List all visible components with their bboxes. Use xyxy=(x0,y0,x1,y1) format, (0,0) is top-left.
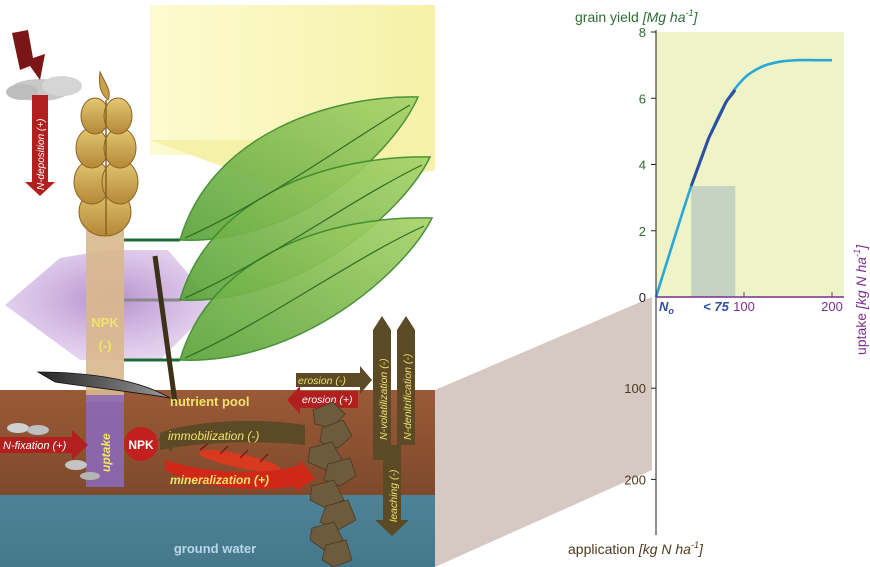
leaves xyxy=(179,96,434,361)
npk-soil-badge: NPK xyxy=(124,427,158,461)
erosion-plus-label: erosion (+) xyxy=(302,394,352,406)
x-tick-label: No xyxy=(659,299,674,316)
x-axis-label: application [kg N ha-1] xyxy=(568,540,704,557)
leaching-arrow: leaching (-) xyxy=(375,445,409,536)
uptake-column xyxy=(86,395,124,487)
n-deposition-label: N-deposition (+) xyxy=(36,119,47,190)
mineralization-arrow: mineralization (+) xyxy=(165,460,315,492)
x-tick-label: < 75 xyxy=(703,299,729,314)
n-fixation-label: N-fixation (+) xyxy=(3,440,67,452)
n-denitrification-label: N-denitrification (-) xyxy=(402,354,414,440)
y-top-tick-label: 4 xyxy=(639,158,646,173)
right-axis-label: uptake [kg N ha-1] xyxy=(852,244,869,355)
x-tick-label: 200 xyxy=(821,299,843,314)
range-highlight xyxy=(691,186,736,297)
n-volatilization-label: N-volatilization (-) xyxy=(378,358,390,440)
y-bottom-tick-label: 100 xyxy=(624,381,646,396)
npk-plant-label: NPK xyxy=(91,315,119,330)
ground-water-layer xyxy=(0,495,435,567)
y-top-tick-label: 2 xyxy=(639,224,646,239)
uptake-label: uptake xyxy=(99,433,113,472)
y-top-tick-label: 8 xyxy=(639,25,646,40)
soil-organism-icons xyxy=(7,423,100,480)
ground-water-label: ground water xyxy=(174,541,256,556)
y-bottom-tick-label: 200 xyxy=(624,472,646,487)
npk-soil-label: NPK xyxy=(128,438,154,452)
connector-wedge xyxy=(435,297,652,567)
lightning-icon xyxy=(12,30,45,80)
mineralization-label: mineralization (+) xyxy=(170,473,269,487)
n-volatilization-arrow: N-volatilization (-) xyxy=(373,316,391,460)
leaching-label: leaching (-) xyxy=(388,469,400,522)
nutrient-pool-label: nutrient pool xyxy=(170,394,249,409)
wheat-ear-icon xyxy=(73,70,139,237)
y-top-tick-label: 6 xyxy=(639,91,646,106)
yield-curve-highlight xyxy=(689,89,737,187)
plot-background xyxy=(656,32,844,297)
npk-plant-sign: (-) xyxy=(99,338,112,353)
centipede-icon xyxy=(198,441,282,473)
n-fixation-arrow: N-fixation (+) xyxy=(0,430,88,460)
n-denitrification-arrow: N-denitrification (-) xyxy=(397,316,415,445)
yield-uptake-chart: 0 2 4 6 8 100 200 No < 75 100 200 grain yield [M… xyxy=(568,8,869,557)
x-tick-label: 100 xyxy=(733,299,755,314)
immobilization-arrow: immobilization (-) xyxy=(158,421,305,452)
yield-curve xyxy=(654,58,832,298)
n-deposition-arrow: N-deposition (+) xyxy=(25,95,55,196)
cloud-icon xyxy=(6,76,82,101)
soil-clods xyxy=(307,401,357,567)
y-top-axis-label: grain yield [Mg ha-1] xyxy=(575,8,699,25)
erosion-minus-label: erosion (-) xyxy=(298,375,346,387)
scythe-icon xyxy=(36,255,178,403)
erosion-minus-arrow: erosion (-) xyxy=(296,366,372,394)
plant-stem xyxy=(86,230,124,402)
y-top-tick-label: 0 xyxy=(639,290,646,305)
immobilization-label: immobilization (-) xyxy=(168,429,259,443)
erosion-plus-arrow: erosion (+) xyxy=(287,386,358,414)
